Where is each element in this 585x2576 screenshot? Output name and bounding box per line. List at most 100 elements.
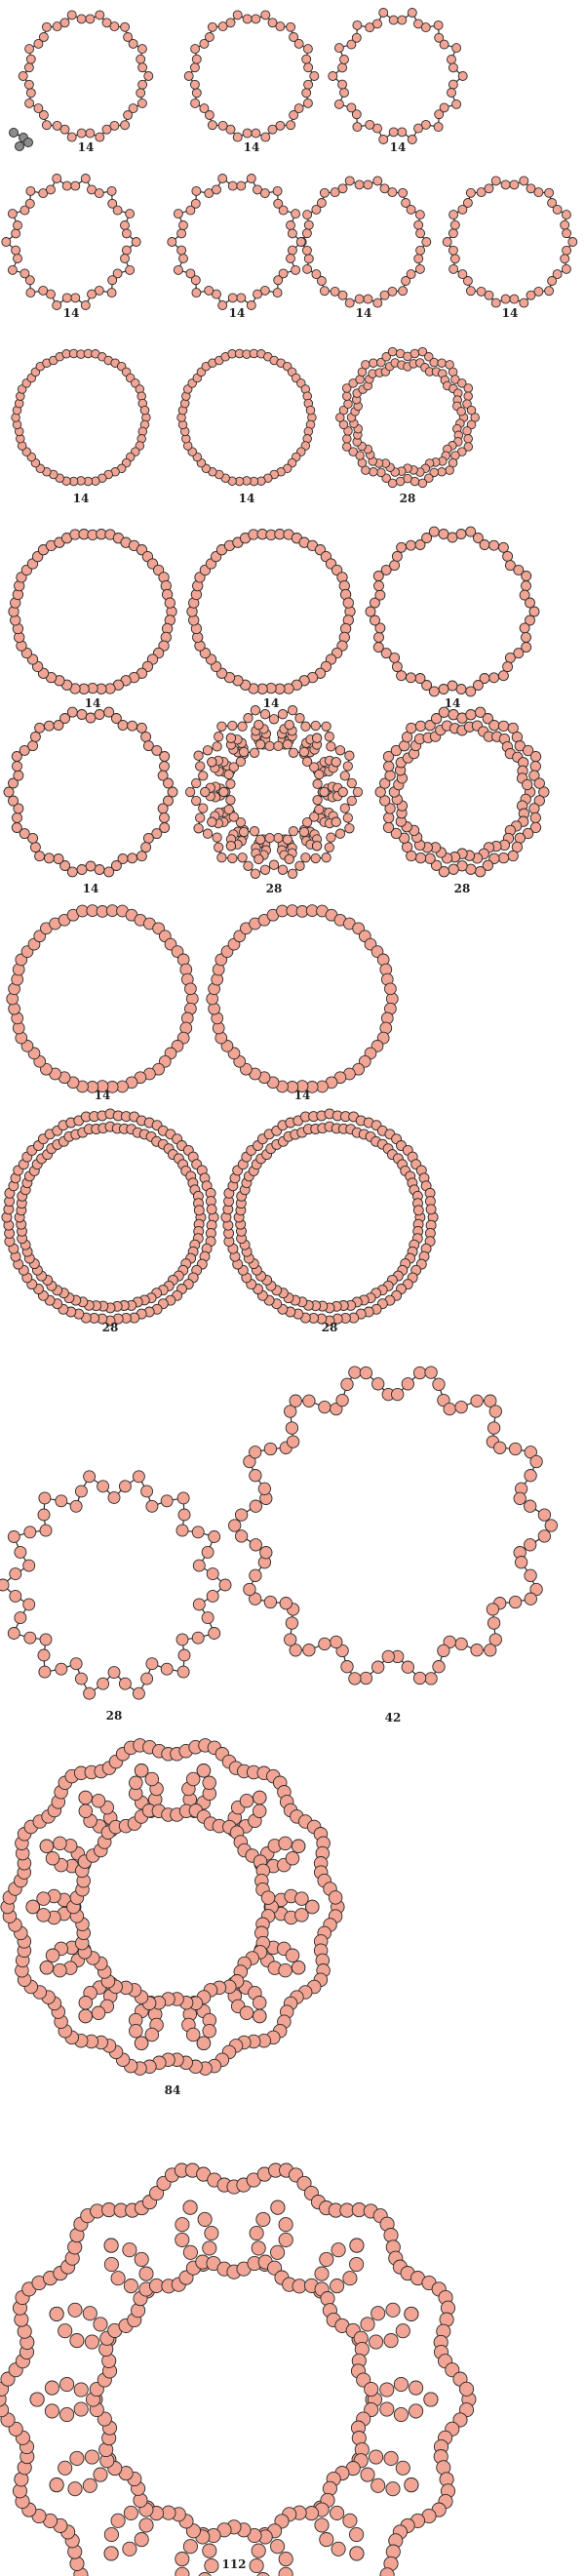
bead — [438, 706, 450, 718]
bead — [7, 1627, 20, 1640]
bead — [288, 826, 299, 837]
bead — [20, 205, 30, 216]
bead — [139, 405, 150, 416]
ring-size-label: 14 — [229, 306, 246, 320]
bead — [182, 2200, 198, 2215]
bead — [52, 120, 62, 131]
bead — [200, 786, 211, 798]
bead — [145, 1499, 159, 1513]
bead — [401, 198, 411, 208]
ring-10: 28 — [335, 346, 480, 505]
bead — [380, 648, 392, 659]
bead — [225, 733, 237, 743]
bead — [94, 188, 104, 199]
bead — [379, 777, 391, 789]
bond-path — [5, 178, 137, 306]
bead — [58, 2323, 73, 2339]
bead — [390, 744, 403, 757]
bead — [142, 832, 154, 844]
bead — [284, 853, 294, 865]
bead — [140, 731, 152, 742]
bead — [22, 1598, 36, 1611]
bead — [196, 2036, 212, 2050]
bead — [365, 22, 375, 33]
bead — [185, 205, 196, 216]
bead — [533, 187, 544, 198]
bead — [333, 43, 344, 54]
bead — [127, 852, 138, 864]
bead — [346, 102, 357, 113]
bead — [365, 606, 376, 617]
bead — [371, 1377, 385, 1391]
bead — [34, 722, 46, 733]
bead — [294, 713, 305, 724]
bead — [390, 827, 403, 840]
bead — [163, 795, 174, 807]
bead — [448, 263, 459, 274]
bead — [19, 744, 30, 756]
bead — [421, 533, 433, 543]
bead — [352, 20, 363, 30]
ring-size-label: 14 — [78, 140, 95, 154]
bead — [351, 109, 362, 120]
bead — [321, 721, 332, 732]
bead — [287, 705, 298, 716]
bead — [149, 2185, 165, 2201]
bead — [424, 1672, 438, 1685]
bead — [163, 777, 174, 789]
bead — [289, 1644, 302, 1657]
bead — [310, 852, 321, 864]
bead — [521, 571, 532, 581]
bead — [282, 739, 293, 750]
ring-3: 14 — [328, 8, 468, 154]
bead — [339, 803, 350, 813]
bead — [409, 2380, 424, 2396]
bead — [110, 860, 122, 871]
bead — [253, 1790, 267, 1805]
bead — [465, 526, 477, 537]
bead — [529, 821, 542, 834]
bead — [23, 1631, 37, 1645]
bead — [487, 1421, 501, 1435]
bead — [401, 276, 411, 286]
bead — [401, 1660, 414, 1674]
bead — [497, 852, 510, 864]
bead — [176, 245, 187, 256]
bead — [36, 1891, 51, 1906]
bead — [223, 769, 234, 780]
bead — [344, 176, 355, 186]
bead — [430, 713, 443, 725]
bead — [448, 228, 458, 239]
bead — [101, 124, 112, 135]
ring-size-label: 14 — [390, 140, 407, 154]
bead — [228, 1519, 242, 1532]
bead — [524, 1499, 537, 1513]
bead — [414, 263, 425, 274]
bead — [254, 853, 264, 865]
bead — [110, 713, 122, 724]
bead — [11, 245, 21, 256]
bead — [391, 550, 403, 562]
ring-22: 42 — [228, 1366, 558, 1724]
bead — [289, 1394, 302, 1407]
bead — [24, 44, 35, 55]
bead — [385, 2544, 401, 2559]
bead — [528, 606, 540, 617]
bead — [286, 21, 296, 32]
bead — [24, 198, 35, 209]
bead — [337, 79, 348, 90]
ring-size-label: 42 — [385, 1711, 402, 1724]
bead — [302, 1644, 316, 1657]
bead — [404, 2477, 419, 2493]
bead — [372, 297, 383, 308]
bead — [330, 286, 340, 297]
bead — [273, 832, 284, 844]
bead — [237, 852, 248, 863]
bead — [454, 1637, 468, 1651]
bead — [277, 864, 289, 875]
bead — [488, 852, 500, 864]
bead — [123, 2505, 138, 2520]
bead — [484, 183, 494, 194]
bead — [249, 2225, 264, 2241]
bead — [204, 285, 214, 296]
